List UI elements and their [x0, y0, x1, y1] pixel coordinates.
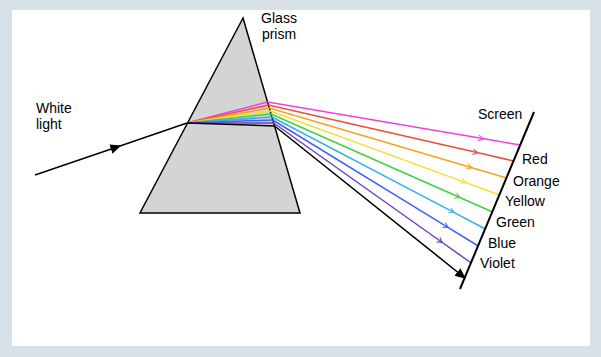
panel [12, 10, 590, 346]
color-label: Yellow [505, 193, 545, 209]
spectrum-rays [268, 102, 521, 278]
color-label: Blue [488, 235, 516, 251]
color-label: Green [496, 214, 535, 230]
light-label: White light [36, 100, 84, 132]
inner-rays [187, 102, 275, 126]
color-label: Violet [480, 255, 515, 271]
screen-label: Screen [478, 106, 522, 122]
prism-label: Glass prism [256, 10, 302, 42]
color-label: Red [522, 151, 548, 167]
color-label: Orange [513, 173, 560, 189]
